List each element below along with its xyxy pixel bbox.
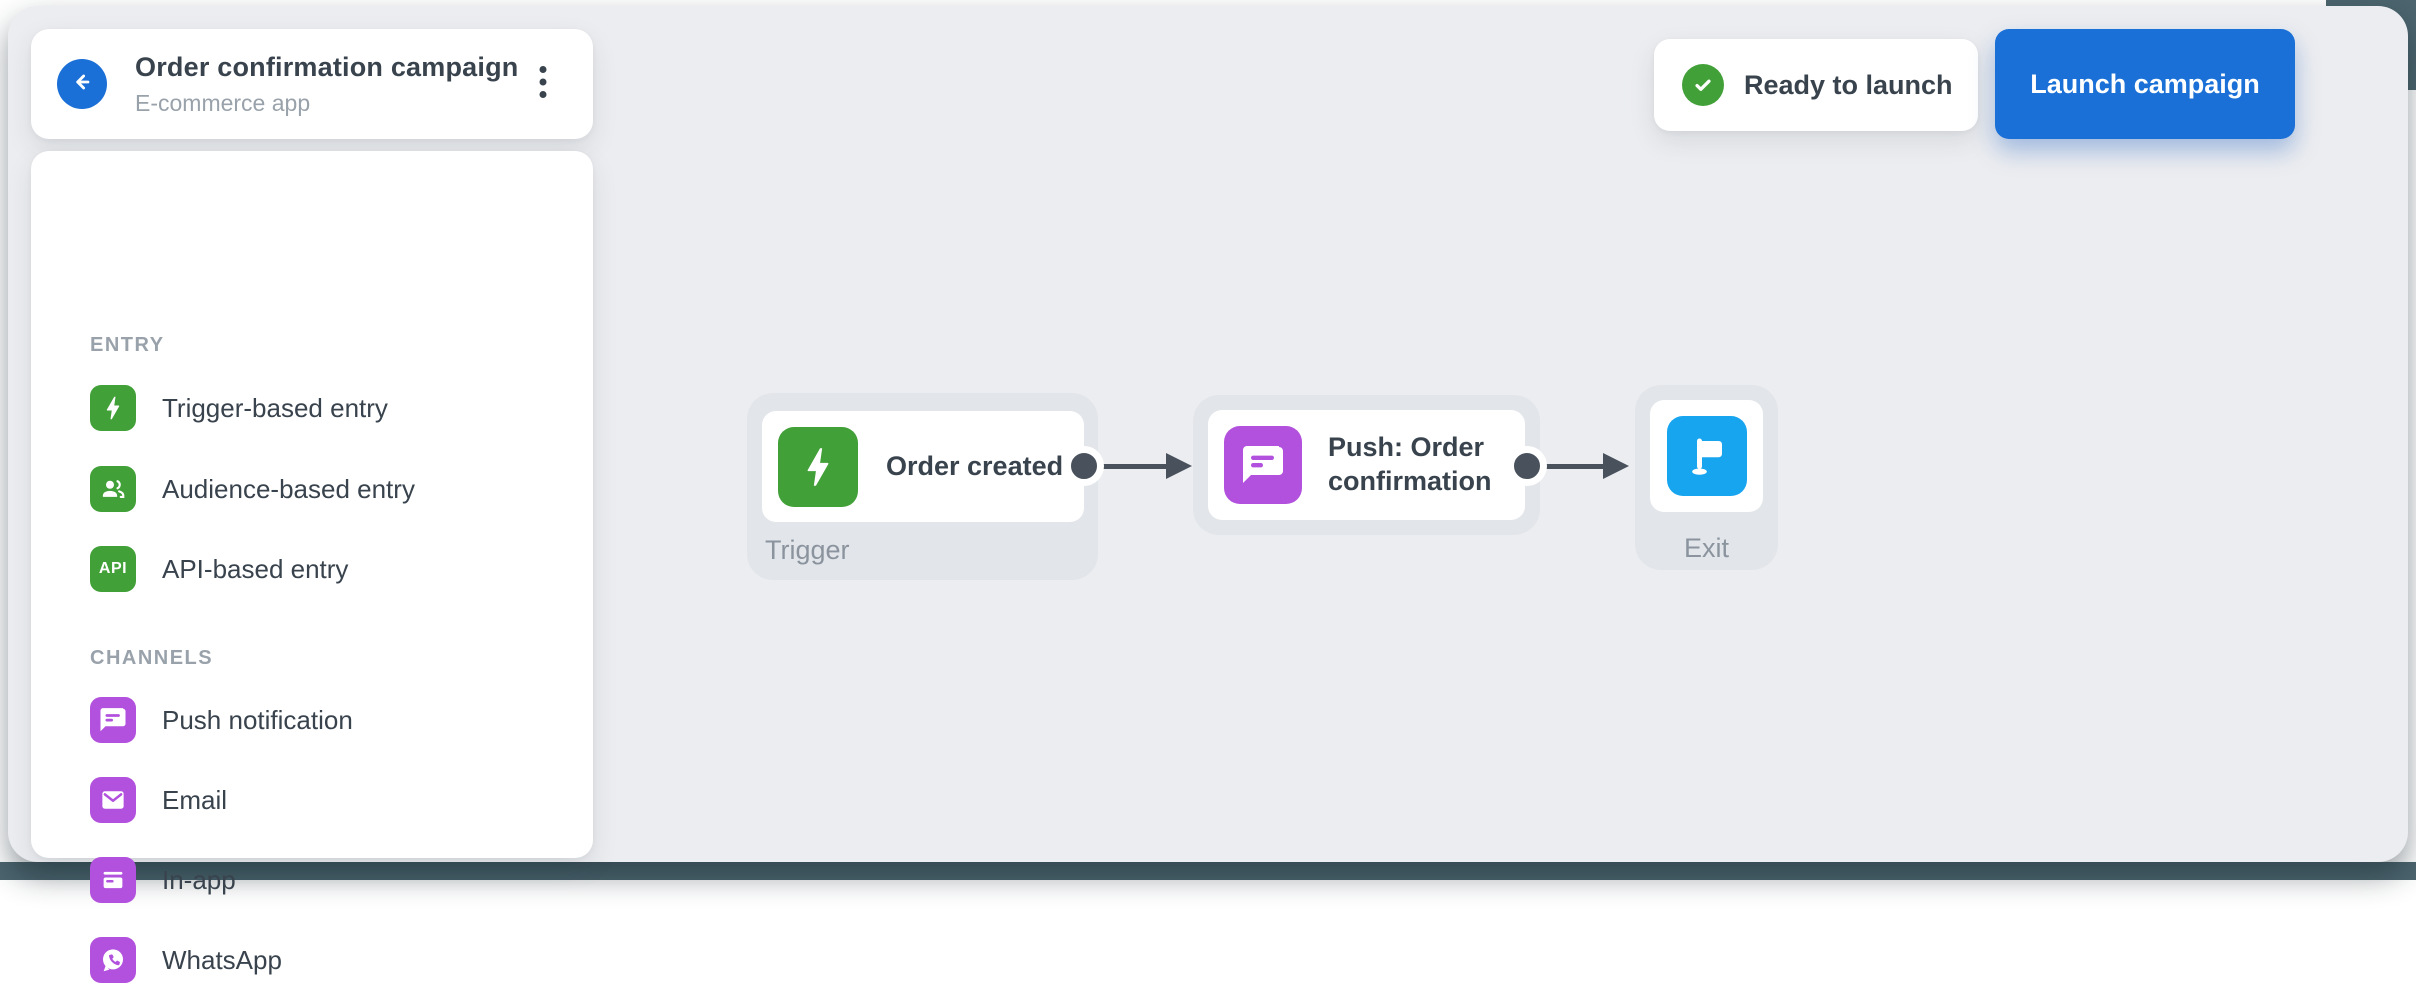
flow-canvas[interactable]: Order confirmation campaign E-commerce a… — [8, 6, 2408, 983]
status-label: Ready to launch — [1744, 69, 1953, 100]
sidebar-item-label: In-app — [162, 864, 236, 895]
sidebar-item-push-notification[interactable]: Push notification — [90, 697, 569, 743]
palette-sidebar: ENTRY Trigger-based entry Audience-based… — [31, 151, 593, 983]
campaign-menu-button[interactable] — [523, 58, 563, 110]
flag-icon — [1666, 416, 1747, 496]
back-button[interactable] — [57, 59, 107, 109]
launch-campaign-button[interactable]: Launch campaign — [1995, 29, 2295, 139]
kebab-menu-icon — [528, 59, 558, 110]
envelope-icon — [90, 777, 136, 823]
status-badge: Ready to launch — [1654, 39, 1978, 131]
arrow-left-icon — [69, 69, 95, 100]
check-circle-icon — [1682, 64, 1724, 106]
chat-bubble-icon — [90, 697, 136, 743]
connector-line-2 — [1529, 464, 1611, 469]
sidebar-item-email[interactable]: Email — [90, 777, 569, 823]
connector-line-1 — [1086, 464, 1178, 469]
trigger-node-title: Order created — [886, 450, 1064, 481]
section-title-channels: CHANNELS — [90, 647, 214, 669]
push-node-title: Push: Order confirmation — [1328, 432, 1492, 496]
sidebar-item-audience-entry[interactable]: Audience-based entry — [90, 466, 569, 512]
campaign-app-name: E-commerce app — [135, 89, 311, 116]
sidebar-item-trigger-entry[interactable]: Trigger-based entry — [90, 385, 569, 431]
api-icon-text: API — [98, 560, 128, 577]
flow-node-exit: Exit — [1635, 385, 1778, 570]
sidebar-item-label: WhatsApp — [162, 944, 282, 975]
sidebar-item-label: Audience-based entry — [162, 473, 415, 504]
lightning-icon — [90, 385, 136, 431]
sidebar-item-label: Email — [162, 784, 228, 815]
connector-arrowhead-1 — [1166, 453, 1192, 479]
campaign-title-block: Order confirmation campaign E-commerce a… — [135, 52, 523, 117]
audience-icon — [90, 466, 136, 512]
trigger-node-card[interactable]: Order created — [762, 411, 1084, 522]
push-node-card[interactable]: Push: Order confirmation — [1208, 410, 1525, 520]
exit-node-badge: Exit — [1683, 533, 1729, 563]
chat-bubble-icon — [1224, 426, 1302, 504]
sidebar-item-in-app[interactable]: In-app — [90, 857, 569, 903]
connector-dot-push[interactable] — [1507, 446, 1547, 486]
api-icon: API — [90, 546, 136, 592]
lightning-icon — [778, 426, 858, 507]
flow-node-push: Push: Order confirmation — [1193, 395, 1540, 535]
sidebar-item-label: Push notification — [162, 704, 353, 735]
exit-node-card[interactable] — [1650, 400, 1763, 512]
flow-node-trigger: Order created Trigger — [747, 393, 1098, 580]
connector-dot-trigger[interactable] — [1064, 446, 1104, 486]
in-app-icon — [90, 857, 136, 903]
sidebar-item-whatsapp[interactable]: WhatsApp — [90, 937, 569, 983]
backdrop-bottom-band — [0, 862, 2416, 880]
campaign-title: Order confirmation campaign — [135, 51, 519, 82]
trigger-node-badge: Trigger — [765, 535, 850, 565]
whatsapp-icon — [90, 937, 136, 983]
sidebar-item-label: Trigger-based entry — [162, 392, 388, 423]
connector-arrowhead-2 — [1603, 453, 1629, 479]
sidebar-item-api-entry[interactable]: API API-based entry — [90, 546, 569, 592]
sidebar-item-label: API-based entry — [162, 553, 349, 584]
section-title-entry: ENTRY — [90, 334, 165, 356]
campaign-header-card: Order confirmation campaign E-commerce a… — [31, 29, 593, 139]
